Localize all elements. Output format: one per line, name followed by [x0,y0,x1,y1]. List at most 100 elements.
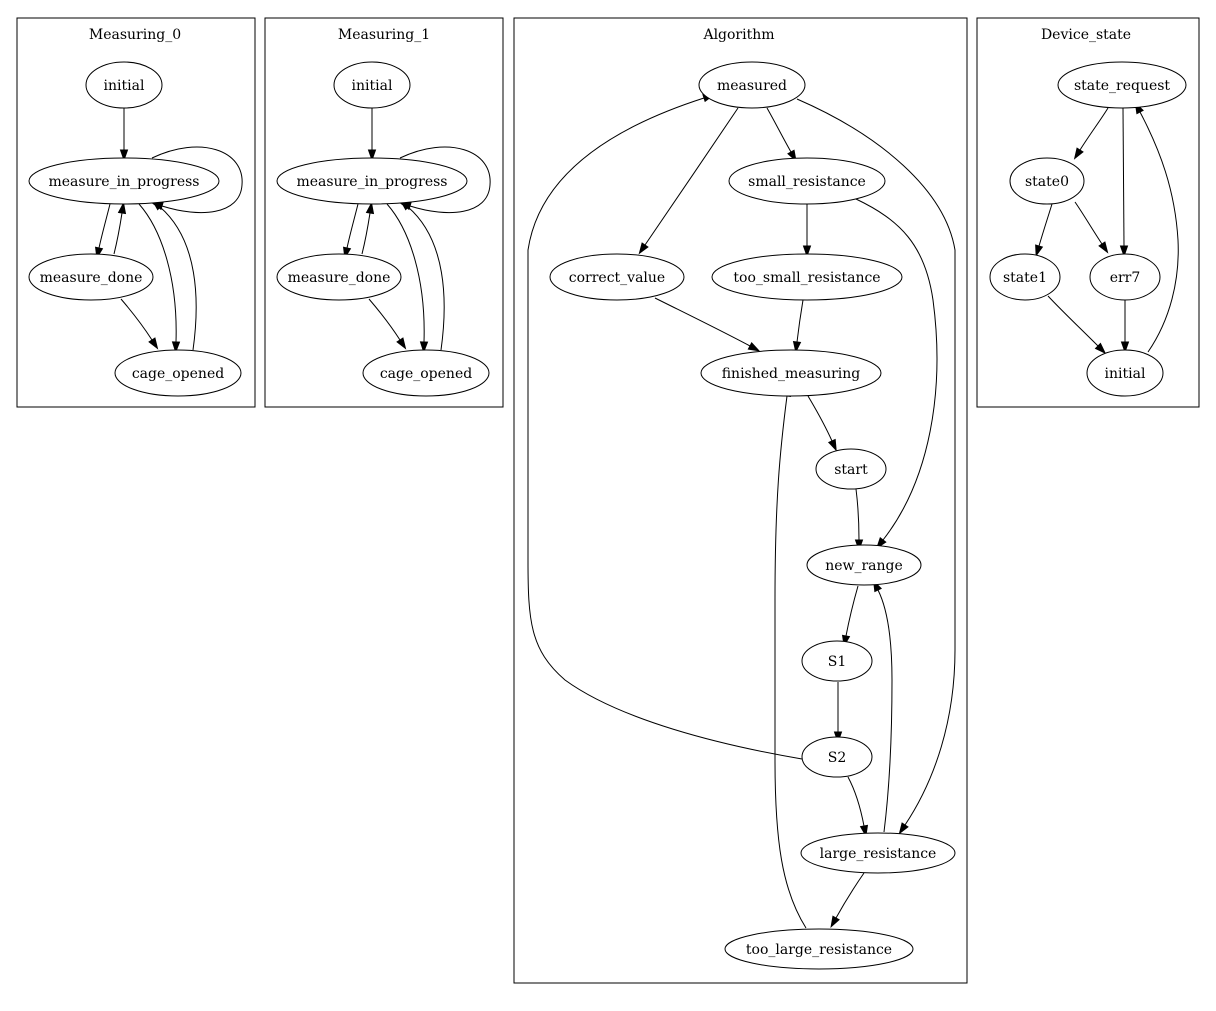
node-label: finished_measuring [722,366,861,382]
node-label: initial [1105,366,1146,382]
node-cage-opened[interactable]: cage_opened [362,349,490,397]
arrowhead-icon [1098,241,1109,254]
node-small-resistance[interactable]: small_resistance [728,157,886,205]
edge-line [835,872,865,919]
node-finished-measuring[interactable]: finished_measuring [700,349,882,397]
node-ellipse [114,349,242,397]
nodes: initial measure_in_progress measure_doneca… [28,61,242,397]
edge-line [1079,107,1109,151]
edges [1035,101,1179,355]
node-state0[interactable]: state0 [1009,157,1085,205]
arrowhead-icon [419,341,429,354]
edge-md-to-co [368,298,407,350]
edge-line [855,198,938,541]
node-ellipse [800,832,956,874]
cluster-title: Measuring_0 [89,27,181,43]
edge-line [766,107,792,153]
edge-md-to-mip [113,201,127,255]
node-state-request[interactable]: state_request [1057,61,1187,109]
edge-measured-to-large [796,98,956,835]
arrowhead-icon [802,245,812,258]
arrowhead-icon [898,822,909,835]
node-initial[interactable]: initial [85,61,163,109]
edge-line [845,585,859,637]
node-label: small_resistance [748,174,866,190]
nodes: initial measure_in_progress measure_doneca… [276,61,490,397]
node-measure-in-progress[interactable]: measure_in_progress [28,157,220,205]
node-measure-in-progress[interactable]: measure_in_progress [276,157,468,205]
cluster-border [976,17,1200,408]
node-label: initial [104,78,145,94]
arrowhead-icon [148,337,159,350]
node-measure-done[interactable]: measure_done [276,253,402,301]
node-measure-done[interactable]: measure_done [28,253,154,301]
node-ellipse [1089,253,1161,301]
edge-initial-to-mip [367,108,377,162]
cluster-title: Algorithm [702,27,774,43]
edge-line [159,206,197,351]
arrowhead-icon [119,149,129,162]
node-err7[interactable]: err7 [1089,253,1161,301]
node-label: measure_in_progress [49,174,200,190]
node-ellipse [698,61,806,109]
node-ellipse [711,253,903,301]
node-ellipse [28,253,154,301]
edge-line [527,97,803,760]
arrowhead-icon [1073,147,1084,160]
edge-line [1139,111,1179,353]
node-label: measure_done [288,270,391,286]
edge-line [796,98,956,826]
node-too-small-resistance[interactable]: too_small_resistance [711,253,903,301]
node-initial[interactable]: initial [1086,349,1164,397]
cluster-title: Measuring_1 [338,27,430,43]
node-ellipse [815,448,887,490]
node-label: cage_opened [380,366,472,382]
edge-measured-to-correct [638,107,739,255]
edge-line [796,299,804,343]
cluster-title: Device_state [1041,27,1131,43]
edges [94,108,243,354]
edge-line [877,589,893,833]
edge-err7-to-initial [1120,300,1130,354]
edge-line [1074,201,1103,245]
arrowhead-icon [365,201,375,215]
node-ellipse [1086,349,1164,397]
edge-correct-to-finished [654,297,761,352]
node-state1[interactable]: state1 [989,253,1061,301]
node-s1[interactable]: S1 [801,640,873,682]
arrowhead-icon [792,341,802,354]
arrowhead-icon [830,915,840,929]
node-cage-opened[interactable]: cage_opened [114,349,242,397]
edge-line [361,212,371,255]
node-ellipse [989,253,1061,301]
arrowhead-icon [1035,244,1044,258]
edge-md-to-mip [361,201,375,255]
node-large-resistance[interactable]: large_resistance [800,832,956,874]
node-label: state0 [1025,174,1069,190]
edge-mip-to-co [386,203,429,354]
node-too-large-resistance[interactable]: too_large_resistance [724,928,914,970]
node-ellipse [1009,157,1085,205]
node-measured[interactable]: measured [698,61,806,109]
node-label: initial [352,78,393,94]
node-ellipse [1057,61,1187,109]
edge-line [855,488,860,541]
arrowhead-icon [1094,342,1107,355]
node-start[interactable]: start [815,448,887,490]
edge-line [407,206,445,351]
node-ellipse [276,157,468,205]
arrowhead-icon [171,341,181,354]
node-label: measured [717,78,787,94]
edge-line [120,298,153,341]
node-initial[interactable]: initial [333,61,411,109]
node-s2[interactable]: S2 [801,736,873,778]
node-label: start [834,462,868,478]
node-ellipse [276,253,402,301]
node-ellipse [801,736,873,778]
node-new-range[interactable]: new_range [806,544,922,586]
node-correct-value[interactable]: correct_value [549,253,685,301]
edge-initial-to-mip [119,108,129,162]
node-ellipse [362,349,490,397]
